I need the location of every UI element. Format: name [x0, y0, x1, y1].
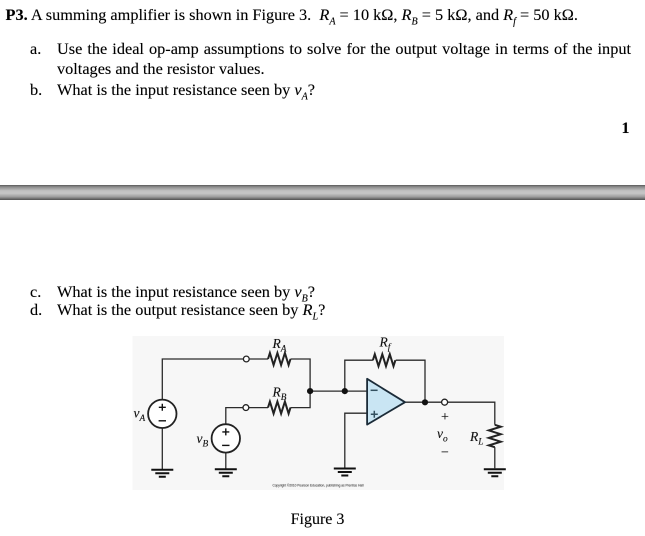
svg-text:Copyright ©2010 Pearson Educat: Copyright ©2010 Pearson Education, publi… — [272, 484, 363, 488]
svg-text:−: − — [441, 446, 449, 461]
svg-text:vo: vo — [437, 426, 448, 444]
svg-text:+: + — [441, 410, 449, 425]
